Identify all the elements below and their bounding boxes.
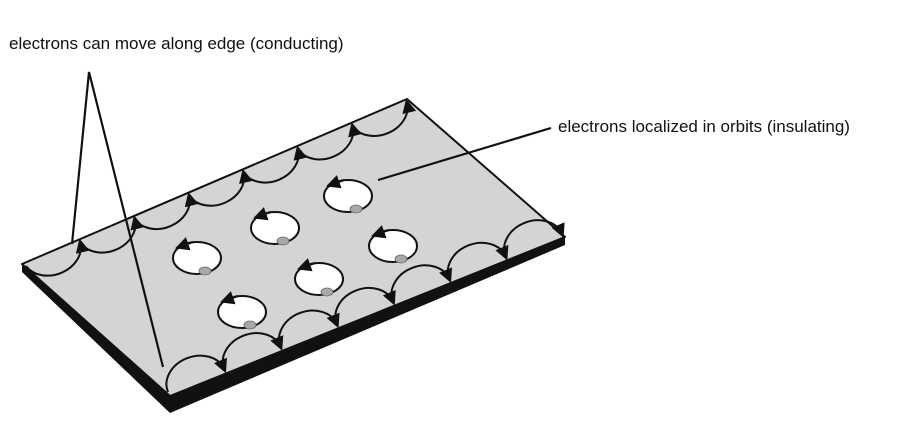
bottom-edge-arc — [165, 354, 227, 393]
top-edge-arc — [79, 215, 145, 254]
orbit-direction-arrow — [371, 225, 390, 239]
top-edge-arc — [188, 168, 253, 207]
top-edge-arc — [297, 122, 362, 161]
orbit-direction-arrow — [220, 291, 239, 305]
edge-label-leader-line — [70, 71, 165, 368]
orbit-direction-arrow — [175, 237, 194, 251]
orbit-direction-arrow — [297, 258, 316, 272]
bulk-orbits-label: electrons localized in orbits (insulatin… — [558, 117, 850, 136]
electron-dot — [349, 204, 363, 214]
top-edge-arc — [134, 192, 199, 231]
electron-dot — [320, 287, 334, 297]
bulk-cyclotron-orbits — [172, 175, 418, 330]
slab-top-surface — [21, 98, 566, 397]
top-edge-arc — [242, 145, 308, 184]
edge-states-label: electrons can move along edge (conductin… — [9, 34, 344, 53]
bottom-edge-arc — [221, 332, 284, 370]
electron-dot — [394, 254, 408, 264]
bottom-edge-arc — [446, 241, 509, 280]
orbit-direction-arrow — [253, 207, 272, 221]
top-edge-arc — [351, 98, 417, 137]
bottom-edge-arc — [390, 264, 453, 303]
electron-dot — [276, 236, 290, 246]
bottom-edge-arc — [278, 309, 340, 348]
bottom-edge-arc — [334, 287, 396, 325]
orbit-direction-arrow — [326, 175, 345, 189]
orbit-label-leader-line — [377, 126, 552, 182]
top-edge-arc — [25, 238, 90, 277]
electron-dot — [198, 266, 212, 276]
electron-dot — [243, 320, 257, 330]
edge-skipping-orbits — [25, 98, 565, 393]
bottom-edge-arc — [503, 219, 565, 257]
